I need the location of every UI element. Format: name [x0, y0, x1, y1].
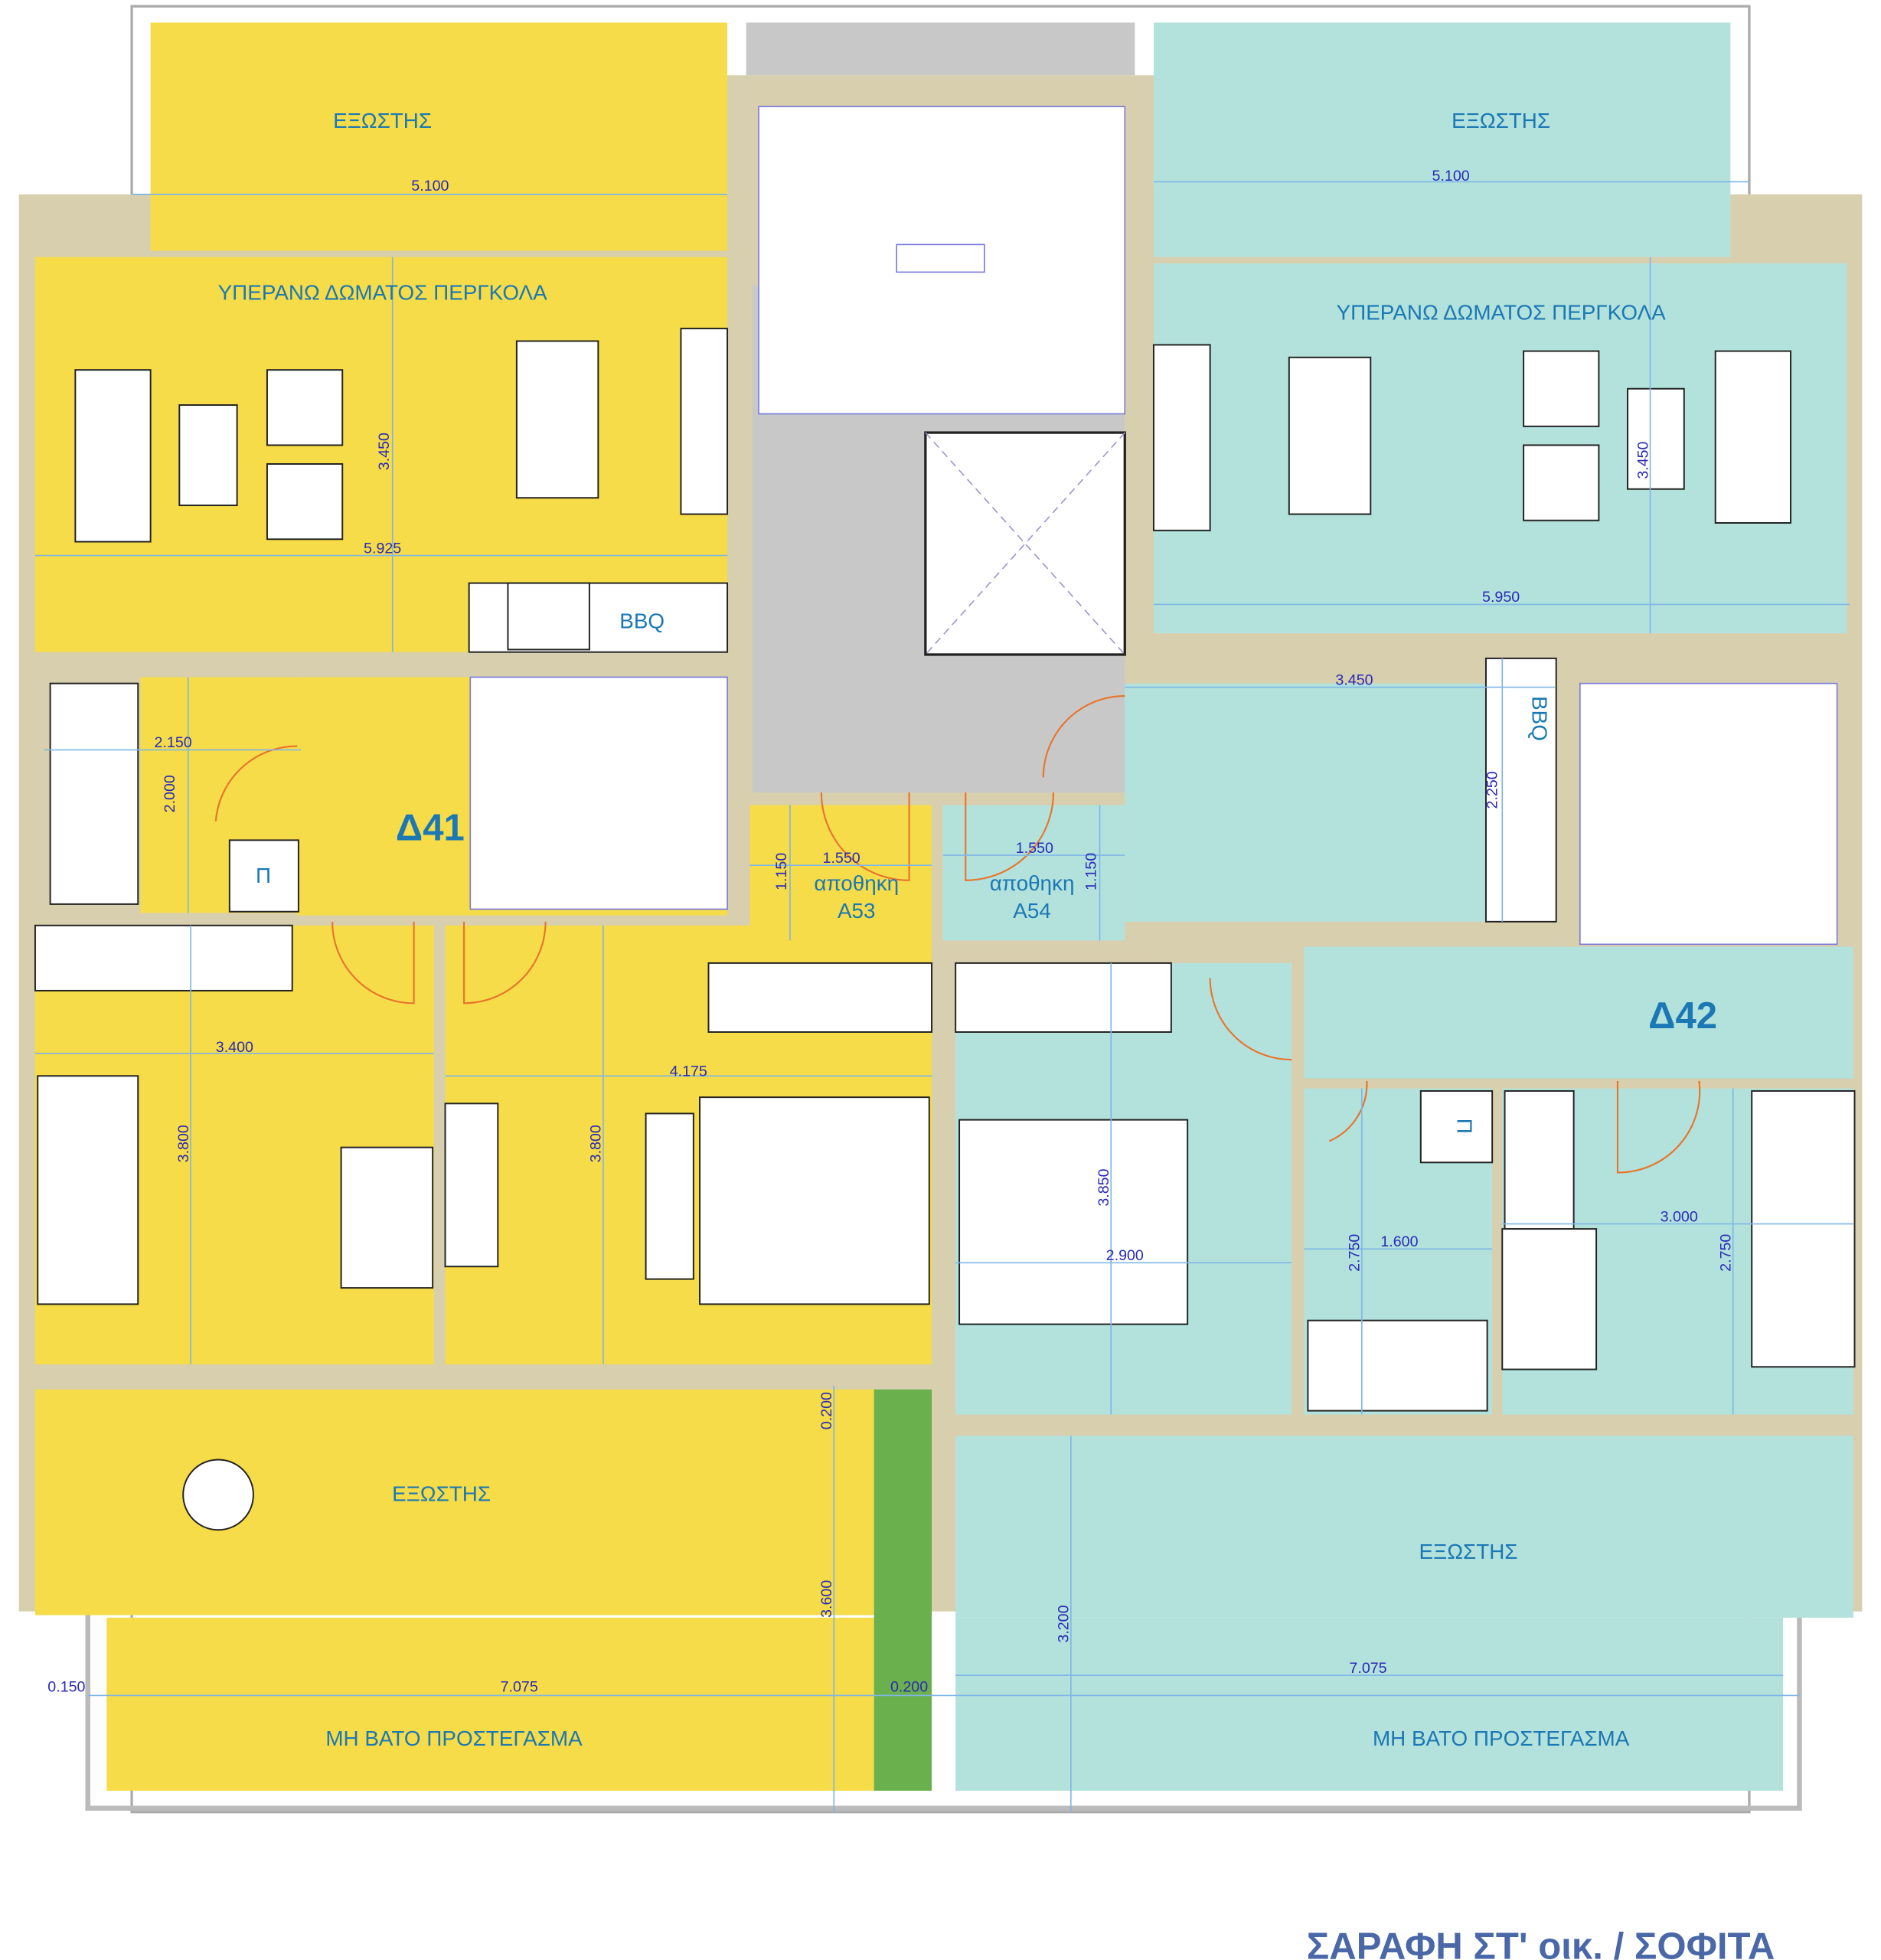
sofa	[74, 369, 152, 543]
bbq-left-label: BBQ	[619, 609, 665, 633]
dim-label: 1.150	[1083, 853, 1100, 890]
internal-stair-right	[1579, 682, 1838, 946]
canopy-right-label: ΜΗ ΒΑΤΟ ΠΡΟΣΤΕΓΑΣΜΑ	[1373, 1726, 1630, 1750]
dim-label: 5.100	[1432, 168, 1470, 185]
balcony-bottom-left	[34, 1389, 876, 1615]
closet-right-label: Π	[1452, 1119, 1476, 1134]
balcony-top-right	[1153, 22, 1731, 257]
storage-a54-room	[942, 805, 1125, 941]
balcony-top-left-label: ΕΞΩΣΤΗΣ	[333, 109, 432, 132]
dim-label: 2.150	[155, 734, 192, 751]
dim-label: 5.100	[411, 178, 449, 194]
dim-label: 3.400	[216, 1039, 253, 1056]
canopy-right	[955, 1617, 1784, 1791]
dim-label: 5.950	[1482, 589, 1520, 606]
dim-label: 2.750	[1347, 1234, 1363, 1272]
dim-label: 4.175	[670, 1063, 707, 1080]
furniture	[34, 328, 1856, 1531]
unit-d41-label: Δ41	[396, 807, 465, 848]
dining-table	[515, 340, 599, 499]
desk-left-2	[444, 1102, 499, 1268]
sink	[507, 582, 590, 651]
dim-label: 3.000	[1661, 1208, 1698, 1225]
counter	[680, 328, 729, 515]
stair-core	[746, 22, 1135, 793]
bench	[645, 1112, 694, 1280]
dim-label: 0.200	[818, 1392, 835, 1429]
balcony-bottom-right-label: ΕΞΩΣΤΗΣ	[1419, 1540, 1518, 1563]
dim-label: 3.450	[376, 433, 393, 470]
internal-stair-left	[469, 676, 728, 910]
dimensions: 5.100 5.100 3.450 5.925 3.450 5.950 3.45…	[47, 168, 1734, 1696]
doors	[214, 694, 1701, 1174]
canopy-left-label: ΜΗ ΒΑΤΟ ΠΡΟΣΤΕΓΑΣΜΑ	[325, 1726, 583, 1750]
storage-a53-room	[749, 805, 932, 941]
dim-label: 7.075	[501, 1678, 538, 1695]
balcony-bottom-right	[955, 1436, 1853, 1618]
wardrobe	[34, 924, 293, 991]
coffee-table	[178, 404, 238, 507]
storage-a54-code: A54	[1013, 899, 1051, 923]
closet-left-label: Π	[256, 864, 271, 887]
dim-label: 3.450	[1335, 671, 1373, 688]
dim-label: 0.150	[47, 1678, 85, 1695]
bed-single-left	[37, 1075, 139, 1305]
room-labels: ΕΞΩΣΤΗΣ ΕΞΩΣΤΗΣ ΥΠΕΡΑΝΩ ΔΩΜΑΤΟΣ ΠΕΡΓΚΟΛΑ…	[218, 109, 1717, 1750]
round-table	[182, 1459, 254, 1531]
wardrobe-2	[707, 962, 933, 1033]
bathtub-left	[49, 682, 139, 905]
unit-d42-label: Δ42	[1648, 995, 1717, 1037]
dim-label: 7.075	[1349, 1660, 1386, 1677]
armchair	[266, 369, 344, 446]
double-bed-left	[699, 1096, 930, 1305]
corridor-right	[1304, 946, 1853, 1079]
drawing-title: ΣΑΡΑΦΗ ΣΤ' οικ. / ΣΟΦΙΤΑ	[1307, 1926, 1775, 1960]
dim-label: 3.600	[818, 1580, 835, 1618]
armchair	[266, 463, 344, 541]
balcony-bottom-left-label: ΕΞΩΣΤΗΣ	[392, 1482, 491, 1506]
dimension-lines	[34, 181, 1853, 1812]
pergola-right-label: ΥΠΕΡΑΝΩ ΔΩΜΑΤΟΣ ΠΕΡΓΚΟΛΑ	[1337, 301, 1666, 325]
balcony-top-left	[150, 22, 728, 251]
dim-label: 1.150	[773, 853, 790, 890]
dim-label: 5.925	[364, 540, 401, 557]
bbq-right-label: BBQ	[1528, 696, 1552, 741]
dim-label: 3.200	[1056, 1605, 1073, 1642]
dim-label: 3.450	[1634, 441, 1651, 479]
storage-a54-label: αποθηκη	[990, 871, 1075, 895]
planter	[874, 1389, 932, 1791]
dim-label: 3.800	[175, 1125, 192, 1162]
dim-label: 2.750	[1717, 1234, 1734, 1272]
dim-label: 1.550	[1016, 840, 1053, 857]
storage-a53-label: αποθηκη	[814, 871, 899, 895]
dim-label: 2.250	[1484, 771, 1501, 808]
closet-left	[228, 839, 299, 913]
desk-left	[340, 1146, 434, 1289]
hall-right	[1125, 683, 1486, 922]
bathtub-right	[1307, 1319, 1488, 1412]
balcony-top-right-label: ΕΞΩΣΤΗΣ	[1452, 109, 1550, 132]
unit-d42	[942, 22, 1853, 1791]
dim-label: 1.600	[1380, 1233, 1418, 1250]
dim-label: 1.550	[823, 850, 860, 867]
dim-label: 2.000	[162, 775, 178, 812]
pergola-left-label: ΥΠΕΡΑΝΩ ΔΩΜΑΤΟΣ ΠΕΡΓΚΟΛΑ	[218, 280, 547, 304]
double-bed-right	[958, 1119, 1189, 1325]
dim-label: 3.800	[588, 1125, 605, 1162]
canopy-left	[106, 1617, 876, 1791]
dim-label: 2.900	[1106, 1247, 1144, 1264]
storage-a53-code: A53	[838, 899, 876, 923]
dim-label: 0.200	[890, 1678, 928, 1695]
dim-label: 3.850	[1096, 1168, 1112, 1206]
